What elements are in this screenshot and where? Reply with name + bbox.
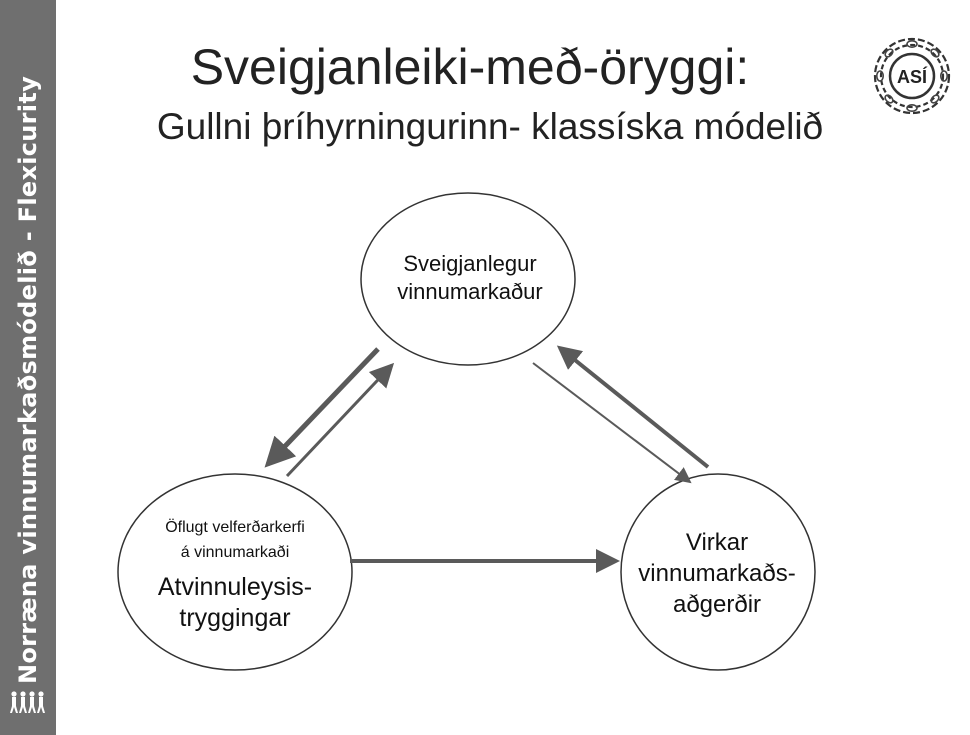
node-left-big2: tryggingar <box>179 604 291 633</box>
node-right-line3: aðgerðir <box>672 591 762 619</box>
node-left-small1: Öflugt velferðarkerfi <box>165 519 305 536</box>
node-left-big1: Atvinnuleysis- <box>157 573 313 601</box>
node-top-line2: vinnumarkaður <box>397 278 543 304</box>
slide-subtitle: Gullni þríhyrningurinn- klassíska módeli… <box>156 106 824 147</box>
arrow-top-to-right <box>532 362 692 484</box>
slide-title: Sveigjanleiki-með-öryggi: <box>190 39 750 95</box>
node-left-big-label: Atvinnuleysis- tryggingar <box>110 572 360 635</box>
node-welfare-system <box>117 473 353 671</box>
arrow-top-to-left <box>264 347 380 468</box>
arrow-left-to-top <box>285 362 395 478</box>
node-right-line1: Virkar <box>685 529 749 556</box>
logo-text: ASÍ <box>897 66 928 87</box>
node-left-small-label: Öflugt velferðarkerfi á vinnumarkaði <box>110 516 360 566</box>
node-top-line1: Sveigjanlegur <box>403 251 537 276</box>
node-active-labour-measures <box>620 473 816 671</box>
arrow-right-to-top <box>556 345 710 469</box>
asi-chain-seal-icon: ASÍ <box>873 37 951 115</box>
people-figures-icon <box>10 691 45 713</box>
node-top-label: Sveigjanlegur vinnumarkaður <box>360 250 580 305</box>
node-right-line2: vinnumarkaðs- <box>638 560 796 588</box>
node-flexible-labour-market <box>360 192 576 366</box>
node-right-label: Virkar vinnumarkaðs- aðgerðir <box>612 527 822 621</box>
sidebar: Norræna vinnumarkaðsmódelið - Flexicurit… <box>0 0 56 735</box>
node-left-small2: á vinnumarkaði <box>180 543 290 561</box>
